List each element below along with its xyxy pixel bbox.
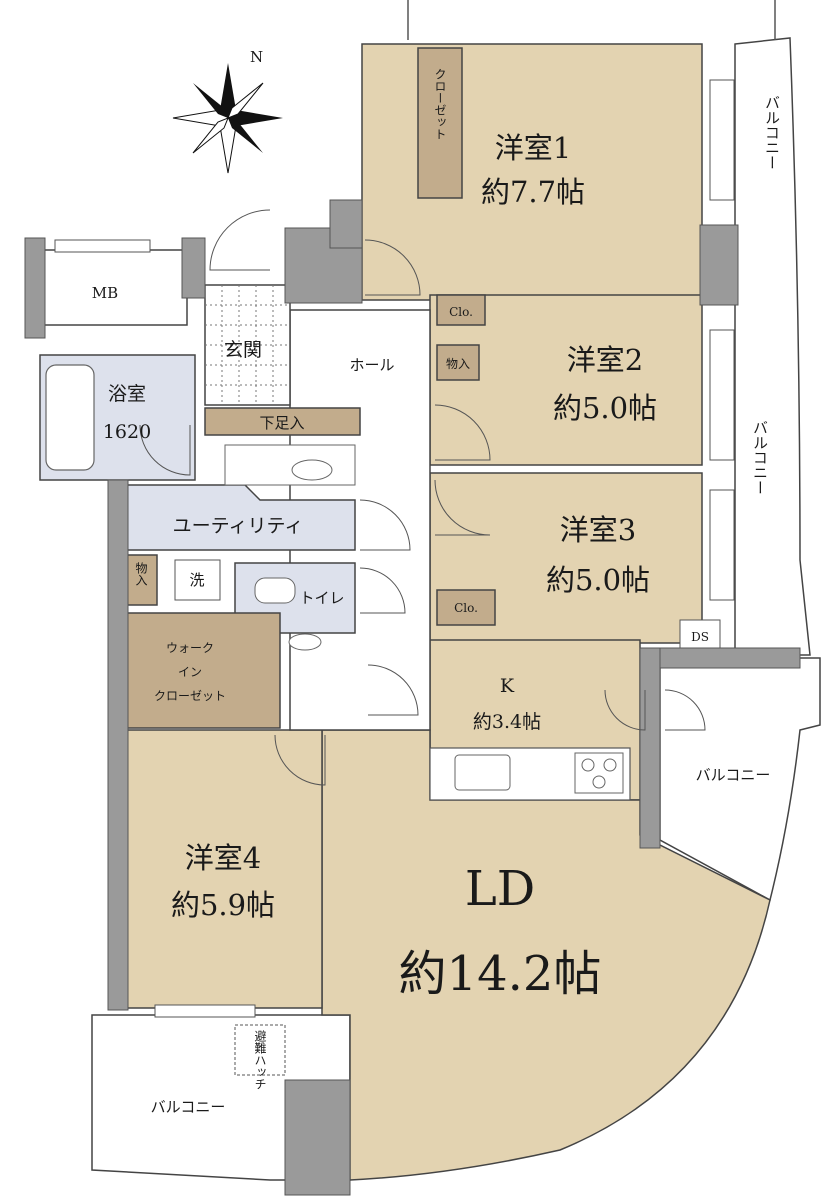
hatch <box>234 1024 286 1076</box>
walls <box>24 199 801 1196</box>
balcony-right-mid-label: バルコニー <box>751 420 769 495</box>
storage-hall <box>436 344 480 381</box>
ds <box>679 619 721 651</box>
clo2 <box>436 294 486 326</box>
vanity <box>224 444 356 486</box>
storage-utility-label: 物入 <box>134 562 148 586</box>
washer <box>174 559 221 601</box>
walkin-line2: イン <box>178 665 202 679</box>
compass-north: N <box>250 48 263 66</box>
western1-name: 洋室1 <box>495 131 571 165</box>
clo3-label: Clo. <box>454 601 478 615</box>
shoe-label: 下足入 <box>259 414 304 432</box>
kitchen-size: 約3.4帖 <box>473 711 541 733</box>
room-mb <box>41 249 188 326</box>
mb-label: MB <box>92 284 118 302</box>
clo3 <box>436 589 496 626</box>
windows <box>54 79 735 1018</box>
closet1-label: クローゼット <box>433 68 447 140</box>
storage-hall-label: 物入 <box>446 357 470 371</box>
toilet-sink <box>288 633 322 651</box>
room-western4 <box>124 729 323 1009</box>
western4-name: 洋室4 <box>185 841 261 875</box>
entrance-label: 玄関 <box>224 339 262 361</box>
toilet-label: トイレ <box>299 589 344 607</box>
kitchen-name: K <box>500 675 515 697</box>
western3-size: 約5.0帖 <box>546 563 650 597</box>
balcony-right-lower <box>659 657 821 902</box>
hatch-label: 避難ハッチ <box>253 1030 267 1090</box>
room-ld <box>321 729 771 1181</box>
utility-label: ユーティリティ <box>173 515 304 537</box>
ld-size: 約14.2帖 <box>399 946 602 1002</box>
bath-size: 1620 <box>103 421 151 443</box>
room-western1 <box>361 43 703 301</box>
sink <box>291 459 333 481</box>
kitchen-sink <box>454 754 511 791</box>
western2-name: 洋室2 <box>567 343 643 377</box>
closet1 <box>417 47 463 199</box>
western4-size: 約5.9帖 <box>171 888 275 922</box>
compass-icon <box>172 63 283 174</box>
bath-name: 浴室 <box>108 383 146 405</box>
walkin-closet <box>124 612 281 729</box>
western3-name: 洋室3 <box>560 513 636 547</box>
doors <box>139 209 706 786</box>
shoe-storage <box>204 407 361 436</box>
storage-utility <box>124 554 158 606</box>
washer-label: 洗 <box>189 571 204 589</box>
clo2-label: Clo. <box>449 305 473 319</box>
toilet-bowl <box>254 577 296 604</box>
walkin-line1: ウォーク <box>166 641 214 655</box>
balcony-right-lower-label: バルコニー <box>696 766 771 784</box>
western1-size: 約7.7帖 <box>481 175 585 209</box>
walkin-line3: クローゼット <box>154 689 226 703</box>
ld-name: LD <box>465 861 535 917</box>
balcony-bottom-label: バルコニー <box>151 1098 226 1116</box>
stove <box>574 752 624 794</box>
hall-label: ホール <box>349 356 394 374</box>
bathtub <box>45 364 95 471</box>
ds-label: DS <box>691 630 709 644</box>
western2-size: 約5.0帖 <box>553 391 657 425</box>
balcony-right-top-label: バルコニー <box>763 95 781 170</box>
balcony-right-top <box>734 37 811 656</box>
